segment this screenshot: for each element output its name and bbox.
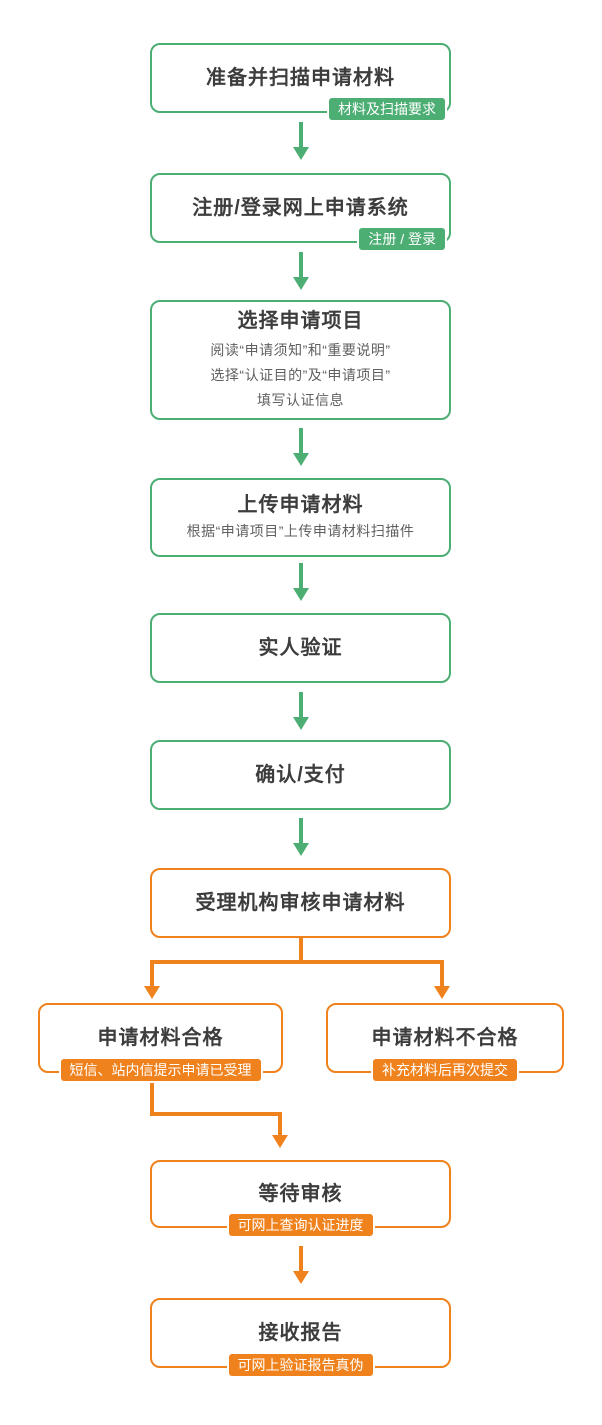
step-review-materials-box: 受理机构审核申请材料 bbox=[150, 868, 451, 938]
step-title: 申请材料合格 bbox=[97, 1027, 224, 1049]
arrow-head bbox=[434, 986, 450, 999]
verify-report-tag: 可网上验证报告真伪 bbox=[226, 1351, 375, 1378]
step-subtitle: 阅读“申请须知”和“重要说明” bbox=[210, 342, 391, 358]
step-subtitle: 根据“申请项目”上传申请材料扫描件 bbox=[186, 523, 415, 539]
arrow-head bbox=[293, 1271, 309, 1284]
step-title: 准备并扫描申请材料 bbox=[206, 67, 395, 89]
arrow-head bbox=[272, 1135, 288, 1148]
elbow-connector-bar bbox=[150, 1112, 282, 1116]
arrow-down-icon bbox=[293, 692, 309, 730]
arrow-stem bbox=[299, 818, 303, 843]
resubmit-notice-tag: 补充材料后再次提交 bbox=[371, 1056, 519, 1083]
arrow-stem bbox=[299, 563, 303, 588]
arrow-head bbox=[293, 843, 309, 856]
arrow-stem bbox=[299, 252, 303, 277]
arrow-down-icon bbox=[293, 122, 309, 160]
step-title: 等待审核 bbox=[258, 1183, 343, 1205]
step-real-person-verify-box: 实人验证 bbox=[150, 613, 451, 683]
result-qualified-box: 申请材料合格 短信、站内信提示申请已受理 bbox=[38, 1003, 283, 1083]
step-title: 注册/登录网上申请系统 bbox=[192, 197, 409, 219]
step-title: 选择申请项目 bbox=[237, 310, 364, 332]
arrow-head bbox=[293, 277, 309, 290]
step-title: 上传申请材料 bbox=[237, 494, 364, 516]
arrow-stem bbox=[299, 692, 303, 717]
step-prepare-materials-box: 准备并扫描申请材料 材料及扫描要求 bbox=[150, 43, 451, 122]
arrow-down-icon bbox=[293, 252, 309, 290]
arrow-down-icon bbox=[293, 563, 309, 601]
progress-query-tag: 可网上查询认证进度 bbox=[226, 1211, 375, 1238]
arrow-down-icon bbox=[293, 1246, 309, 1284]
arrow-head bbox=[293, 453, 309, 466]
step-subtitle: 选择“认证目的”及“申请项目” bbox=[210, 367, 391, 383]
step-title: 申请材料不合格 bbox=[371, 1027, 519, 1049]
arrow-stem bbox=[299, 122, 303, 147]
branch-connector-stem bbox=[299, 938, 303, 963]
branch-left-stem bbox=[150, 960, 154, 987]
qualified-notice-tag: 短信、站内信提示申请已受理 bbox=[58, 1056, 263, 1083]
elbow-connector-stem bbox=[150, 1083, 154, 1114]
step-upload-materials-box: 上传申请材料 根据“申请项目”上传申请材料扫描件 bbox=[150, 478, 451, 557]
step-select-project-box: 选择申请项目 阅读“申请须知”和“重要说明” 选择“认证目的”及“申请项目” 填… bbox=[150, 300, 451, 420]
arrow-head bbox=[144, 986, 160, 999]
branch-right-stem bbox=[440, 960, 444, 987]
step-subtitle: 填写认证信息 bbox=[257, 392, 344, 408]
arrow-head bbox=[293, 147, 309, 160]
step-title: 实人验证 bbox=[258, 637, 343, 659]
material-requirements-tag[interactable]: 材料及扫描要求 bbox=[327, 95, 447, 122]
arrow-stem bbox=[299, 1246, 303, 1271]
step-title: 接收报告 bbox=[258, 1322, 343, 1344]
result-unqualified-box: 申请材料不合格 补充材料后再次提交 bbox=[326, 1003, 564, 1083]
step-confirm-pay-box: 确认/支付 bbox=[150, 740, 451, 810]
arrow-down-icon bbox=[293, 428, 309, 466]
arrow-head bbox=[293, 717, 309, 730]
elbow-connector-drop bbox=[278, 1112, 282, 1136]
arrow-head bbox=[293, 588, 309, 601]
step-waiting-review-box: 等待审核 可网上查询认证进度 bbox=[150, 1160, 451, 1238]
step-title: 受理机构审核申请材料 bbox=[195, 892, 406, 914]
step-register-login-box: 注册/登录网上申请系统 注册 / 登录 bbox=[150, 173, 451, 252]
step-receive-report-box: 接收报告 可网上验证报告真伪 bbox=[150, 1298, 451, 1378]
step-title: 确认/支付 bbox=[255, 764, 346, 786]
arrow-down-icon bbox=[293, 818, 309, 856]
arrow-stem bbox=[299, 428, 303, 453]
register-login-tag[interactable]: 注册 / 登录 bbox=[357, 225, 447, 252]
branch-connector-bar bbox=[150, 960, 444, 964]
